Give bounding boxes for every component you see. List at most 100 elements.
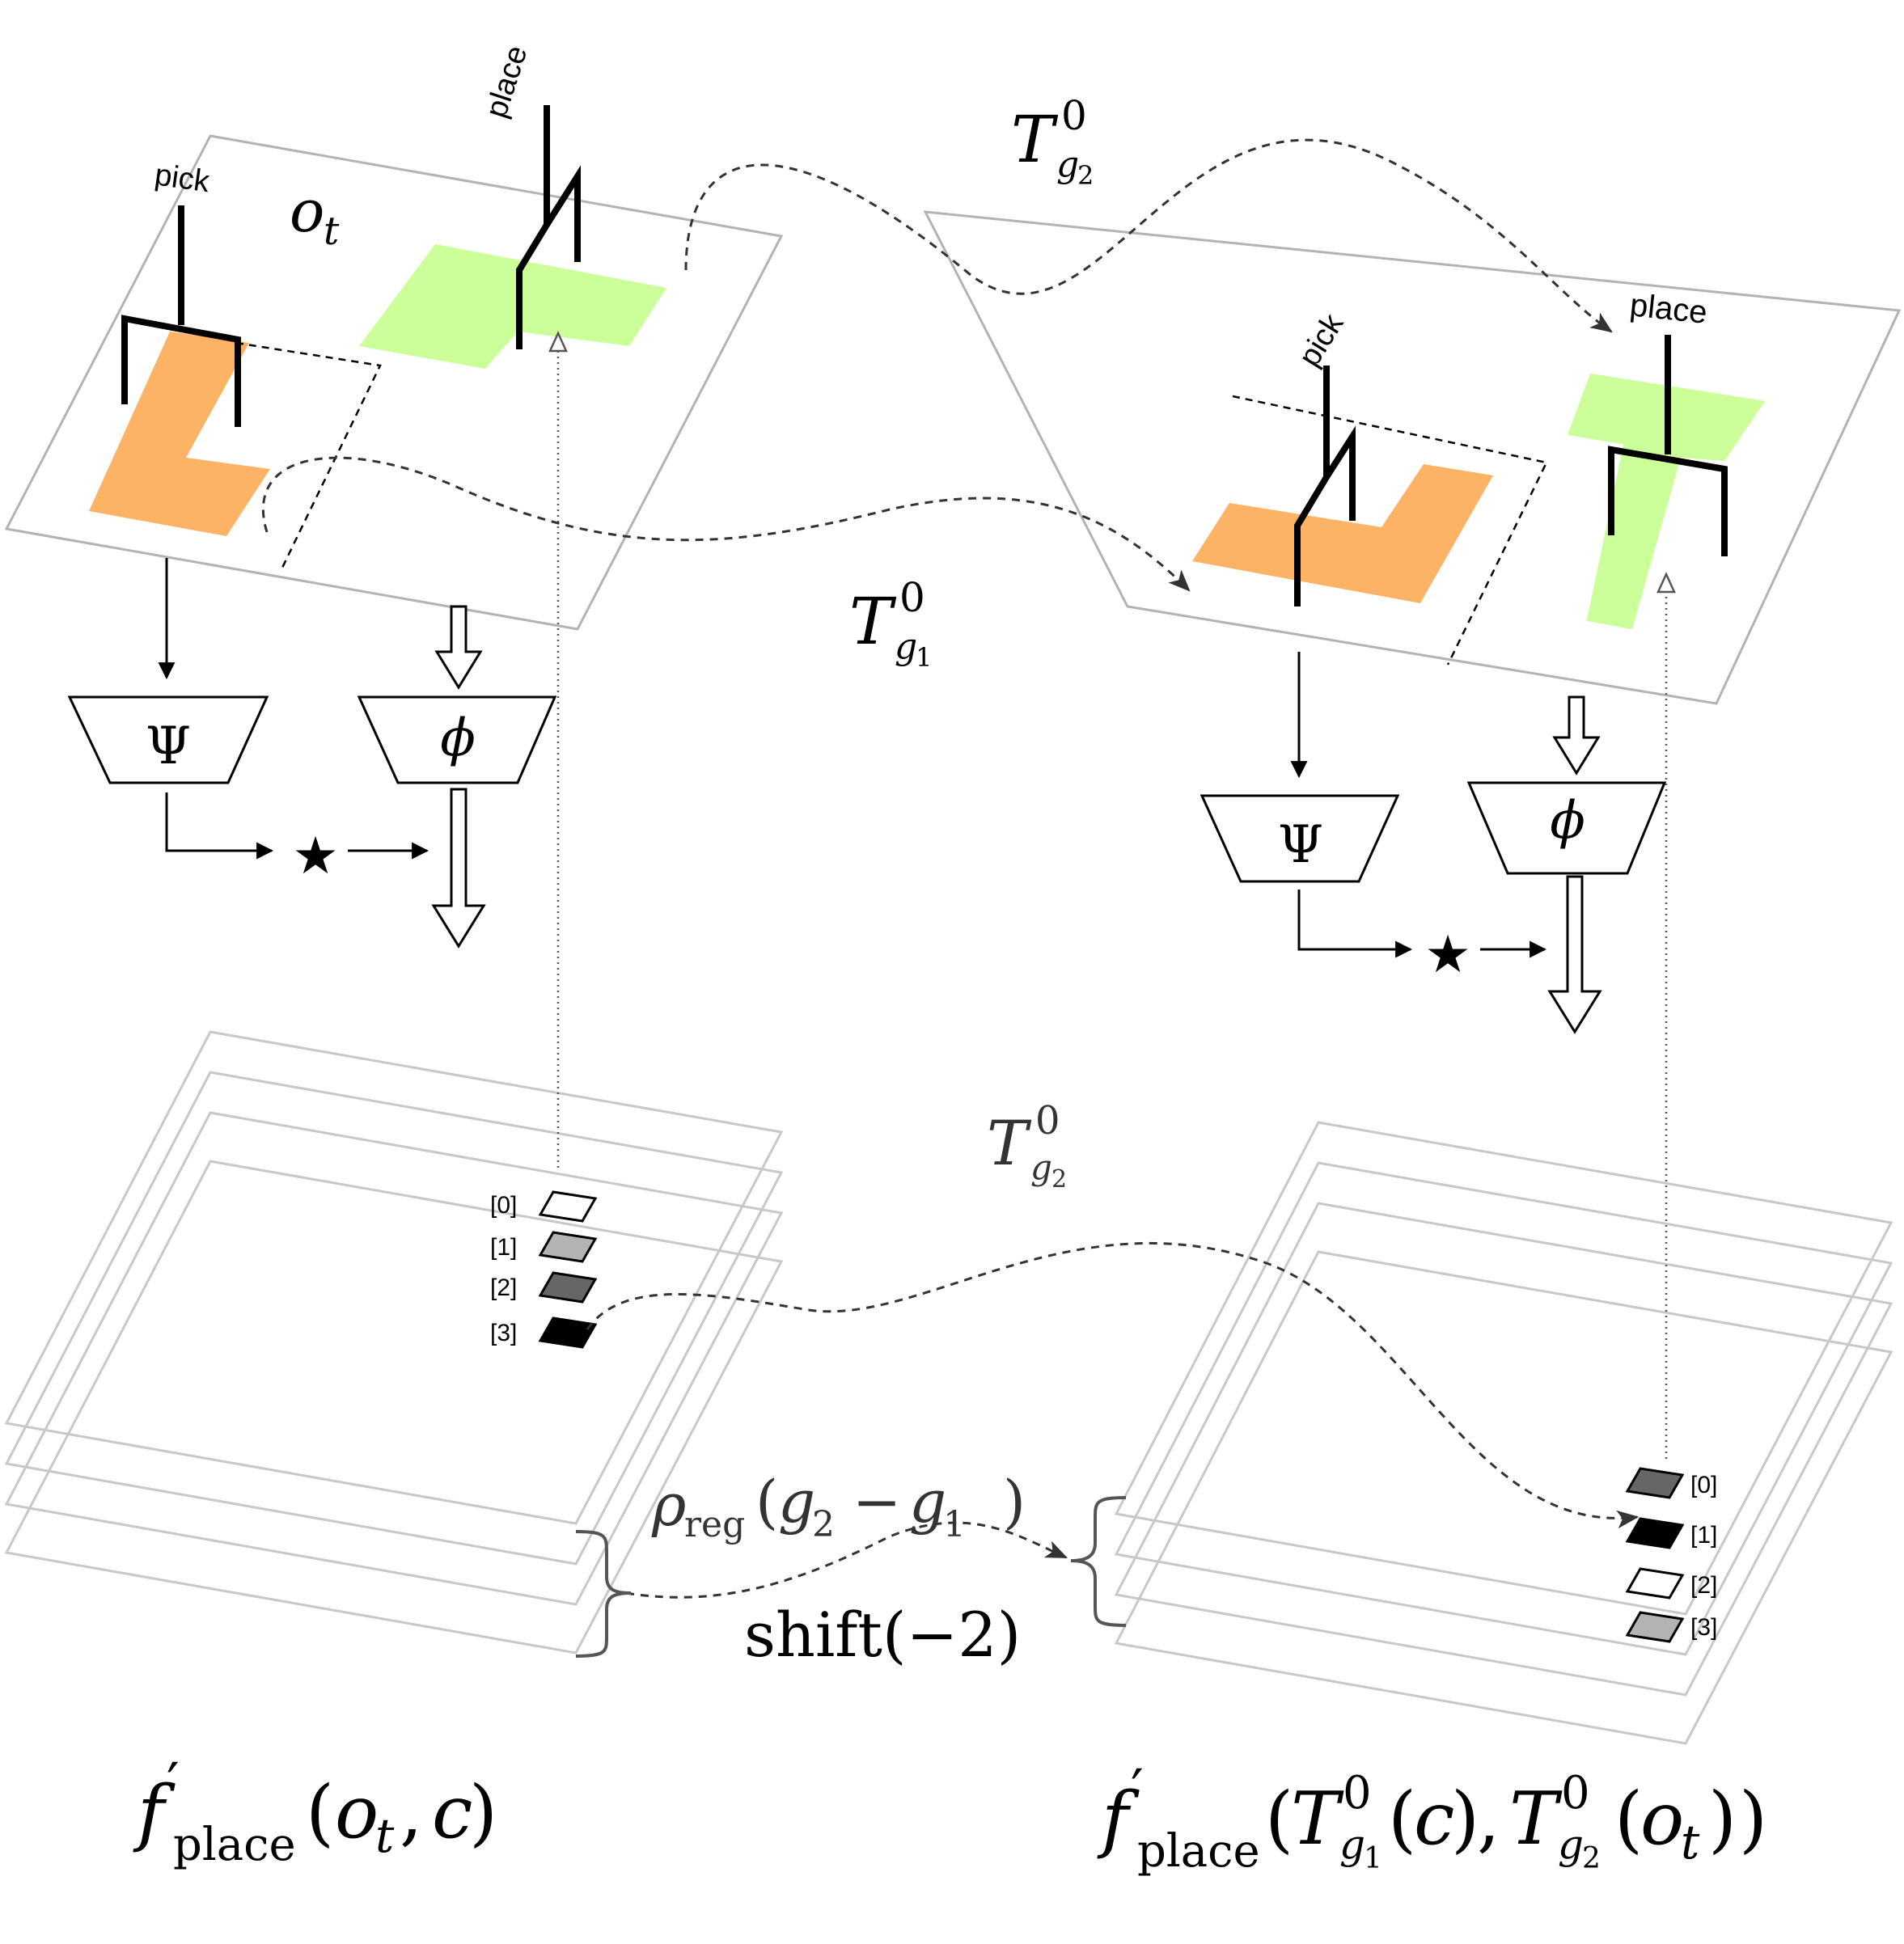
left-channel-label-1: [1]: [490, 1234, 517, 1261]
left-feature-stack: [4, 1030, 784, 1655]
left-observation-plane: pick place o t: [4, 41, 784, 631]
formula-left: f ′ place ( o t , c ): [133, 1751, 497, 1871]
svg-text:(: (: [1388, 1777, 1416, 1862]
left-feature-layer-1: [4, 1071, 784, 1566]
svg-text:0: 0: [1343, 1767, 1372, 1819]
svg-text:,: ,: [1477, 1777, 1500, 1862]
svg-text:−: −: [853, 1468, 901, 1536]
left-place-label: place: [480, 41, 535, 121]
rho-label: ρ reg ( g 2 − g 1 ): [651, 1468, 1026, 1545]
svg-text:t: t: [324, 209, 340, 254]
left-orange-object: [89, 332, 270, 536]
svg-text:2: 2: [1582, 1842, 1601, 1875]
svg-text:1: 1: [1364, 1842, 1382, 1875]
left-phi-label: ϕ: [440, 708, 476, 768]
left-phi-encoder: [357, 695, 557, 784]
left-psi-encoder: [67, 695, 269, 784]
left-phi-output-arrow: [431, 788, 486, 949]
left-star: ★: [292, 826, 338, 886]
right-observation-plane: pick place: [923, 210, 1902, 705]
left-channel-cell-3: [538, 1316, 598, 1349]
transform-label-bottom: T 0 g 2: [987, 1098, 1067, 1194]
left-phi-input-arrow: [434, 605, 483, 690]
svg-text:0: 0: [1035, 1098, 1060, 1143]
left-network: Ψ ϕ ★: [67, 558, 557, 949]
curve-g2-top: [684, 138, 1613, 333]
svg-text:2: 2: [1051, 1165, 1067, 1194]
left-observation-label: o t: [290, 177, 340, 254]
left-dotted-link-head: [548, 330, 568, 353]
left-channel-label-0: [0]: [490, 1192, 517, 1219]
svg-text:(: (: [1265, 1777, 1293, 1862]
svg-text:(: (: [306, 1770, 334, 1855]
right-psi-encoder: [1200, 794, 1400, 883]
svg-text:o: o: [335, 1770, 379, 1855]
svg-text:g: g: [909, 1468, 946, 1536]
svg-text:T: T: [849, 584, 897, 659]
svg-text:g: g: [895, 626, 917, 667]
left-channel-label-3: [3]: [490, 1320, 517, 1346]
right-channel-cell-1: [1625, 1517, 1685, 1549]
right-phi-label: ϕ: [1550, 791, 1585, 851]
right-phi-output-arrow: [1547, 875, 1602, 1034]
right-feature-layer-3: [1114, 1250, 1893, 1745]
left-channel-cells: [0] [1] [2] [3]: [490, 1190, 598, 1349]
right-pick-gripper: [1294, 366, 1356, 606]
right-psi-output-arrow: [1297, 890, 1413, 958]
right-phi-input-arrow: [1552, 695, 1601, 775]
svg-text:2: 2: [812, 1504, 835, 1545]
left-place-gripper: [516, 105, 581, 349]
svg-text:′: ′: [1131, 1757, 1144, 1824]
right-channel-label-1: [1]: [1690, 1522, 1717, 1549]
svg-text:): ): [1003, 1468, 1026, 1536]
svg-text:′: ′: [167, 1751, 180, 1817]
left-channel-label-2: [2]: [490, 1274, 517, 1301]
left-feature-layer-2: [4, 1111, 784, 1606]
svg-text:t: t: [375, 1808, 395, 1863]
svg-text:place: place: [1137, 1825, 1260, 1878]
svg-text:g: g: [1030, 1147, 1052, 1187]
right-feature-layer-1: [1114, 1161, 1893, 1656]
right-phi-encoder: [1466, 781, 1667, 875]
curve-g1-middle: [261, 456, 1191, 592]
svg-text:): ): [1451, 1777, 1479, 1862]
svg-text:): ): [1739, 1777, 1767, 1862]
svg-text:g: g: [1558, 1821, 1584, 1868]
left-pick-gripper: [121, 205, 241, 427]
right-channel-label-3: [3]: [1690, 1614, 1717, 1641]
svg-text:g: g: [1056, 144, 1079, 185]
transform-label-middle: T 0 g 1: [849, 574, 932, 673]
right-channel-cell-3: [1625, 1611, 1685, 1643]
left-feature-layer-0: [4, 1030, 784, 1525]
right-crop-outline: [1232, 395, 1548, 666]
svg-text:reg: reg: [684, 1504, 745, 1545]
svg-text:t: t: [1681, 1815, 1700, 1870]
right-channel-cell-2: [1625, 1567, 1685, 1600]
dotted-links: [548, 330, 1676, 1459]
svg-text:T: T: [987, 1107, 1032, 1179]
svg-text:0: 0: [899, 574, 925, 621]
svg-text:c: c: [1414, 1777, 1454, 1862]
right-star: ★: [1424, 925, 1470, 985]
svg-text:1: 1: [916, 642, 932, 673]
left-psi-label: Ψ: [146, 716, 191, 776]
svg-text:): ): [1708, 1777, 1737, 1862]
left-channel-cell-1: [538, 1231, 598, 1263]
dashed-curves: [261, 138, 1640, 1599]
svg-text:T: T: [1509, 1777, 1563, 1862]
right-orange-object: [1192, 464, 1493, 603]
left-crop-outline: [235, 341, 382, 570]
right-network: Ψ ϕ ★: [1200, 652, 1667, 1034]
right-place-label: place: [1628, 287, 1709, 331]
svg-text:0: 0: [1561, 1767, 1590, 1819]
left-green-target: [359, 244, 666, 369]
right-psi-label: Ψ: [1278, 815, 1323, 875]
svg-text:g: g: [778, 1468, 815, 1536]
svg-text:2: 2: [1077, 160, 1094, 191]
left-feature-layer-3: [4, 1160, 784, 1655]
right-brace: [1070, 1496, 1127, 1627]
svg-text:g: g: [1339, 1821, 1365, 1868]
svg-text:T: T: [1011, 102, 1059, 177]
transform-label-top: T 0 g 2: [1011, 92, 1094, 191]
